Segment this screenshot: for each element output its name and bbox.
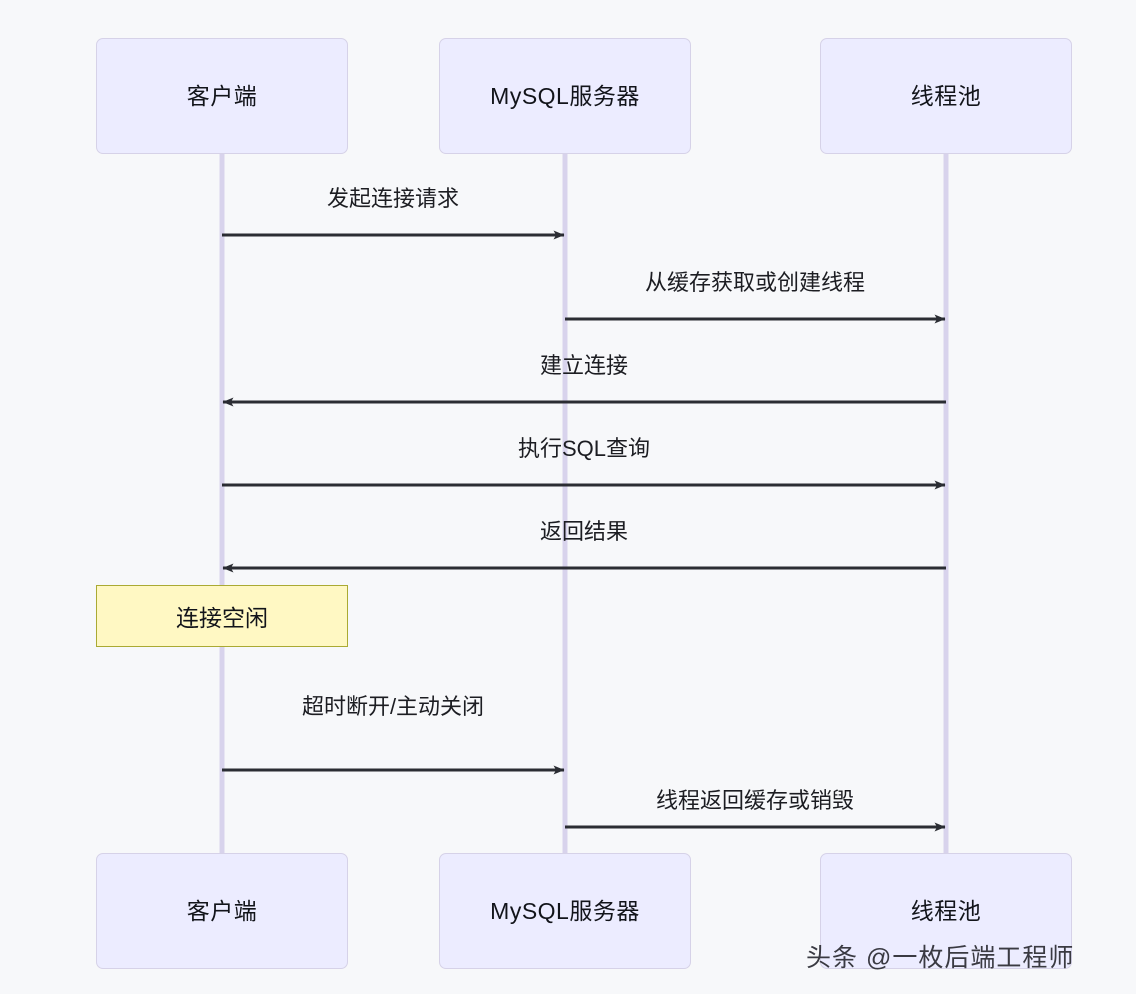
message-label-4: 执行SQL查询 [517, 436, 651, 461]
participant-label: 客户端 [186, 897, 258, 924]
lifelines-group [219, 154, 949, 853]
participant-client-bottom[interactable]: 客户端 [96, 853, 348, 969]
participant-pool-bottom[interactable]: 线程池 [820, 853, 1072, 969]
participant-mysql-bottom[interactable]: MySQL服务器 [439, 853, 691, 969]
message-label-1: 发起连接请求 [326, 186, 460, 211]
note-label: 连接空闲 [176, 605, 268, 631]
message-label-2: 从缓存获取或创建线程 [644, 270, 866, 295]
note-connection-idle: 连接空闲 [96, 585, 348, 647]
participant-label: 客户端 [186, 82, 258, 109]
participant-label: 线程池 [910, 82, 982, 109]
arrows-group [222, 230, 946, 832]
message-label-5: 返回结果 [539, 519, 629, 544]
message-label-7: 线程返回缓存或销毁 [655, 788, 855, 813]
message-label-6: 超时断开/主动关闭 [301, 694, 485, 719]
watermark: 头条 @一枚后端工程师 [806, 944, 1075, 972]
participant-mysql-top[interactable]: MySQL服务器 [439, 38, 691, 154]
participant-label: MySQL服务器 [490, 82, 640, 109]
participant-label: MySQL服务器 [490, 897, 640, 924]
participant-label: 线程池 [910, 897, 982, 924]
participant-pool-top[interactable]: 线程池 [820, 38, 1072, 154]
participant-client-top[interactable]: 客户端 [96, 38, 348, 154]
message-label-3: 建立连接 [539, 353, 629, 378]
